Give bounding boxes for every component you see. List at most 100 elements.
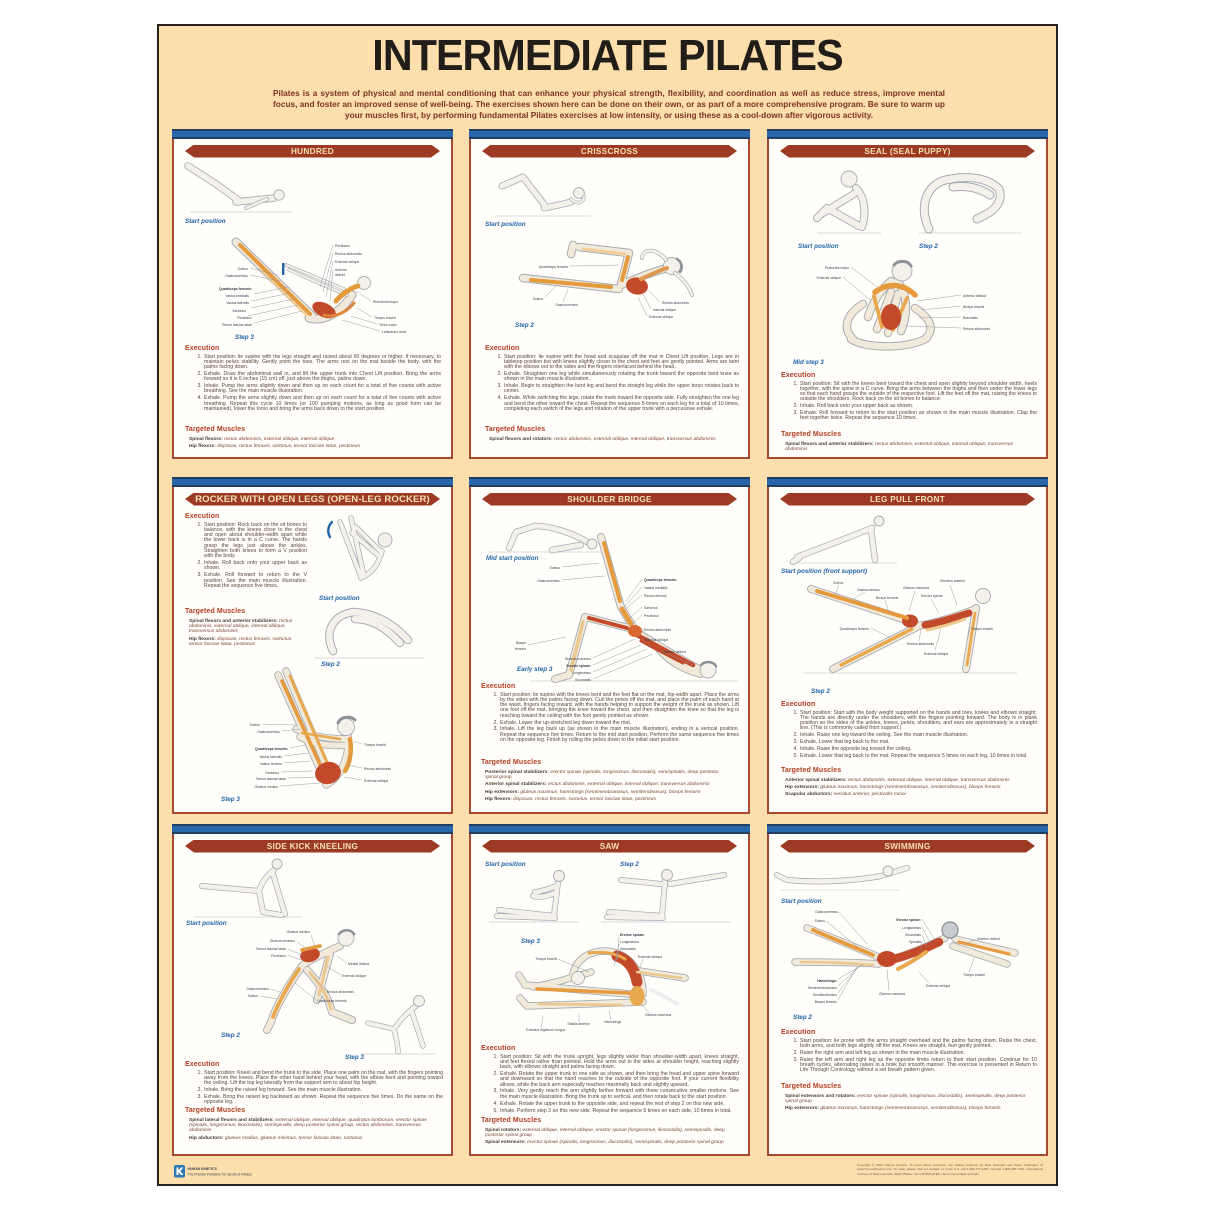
svg-text:Hamstrings: Hamstrings <box>604 1020 621 1024</box>
svg-text:Spinalis: Spinalis <box>909 940 921 944</box>
svg-text:Gluteus medius: Gluteus medius <box>254 785 278 789</box>
svg-text:Quadriceps femoris:: Quadriceps femoris: <box>644 578 677 582</box>
svg-text:Soleus: Soleus <box>250 723 261 727</box>
svg-text:Quadriceps femoris:: Quadriceps femoris: <box>255 747 288 751</box>
svg-text:Hamstrings:: Hamstrings: <box>817 979 837 983</box>
svg-text:Longissimus: Longissimus <box>902 926 921 930</box>
svg-text:Vastus medialis: Vastus medialis <box>226 294 250 298</box>
svg-text:Quadriceps femoris: Quadriceps femoris <box>539 265 569 269</box>
svg-text:Tensor fasciae latae: Tensor fasciae latae <box>256 777 286 781</box>
svg-text:Soleus: Soleus <box>238 267 249 271</box>
svg-text:Erector spinae:: Erector spinae: <box>620 933 645 937</box>
svg-text:External oblique: External oblique <box>638 955 662 959</box>
svg-text:Biceps: Biceps <box>516 641 526 645</box>
svg-text:Gastrocnemius: Gastrocnemius <box>257 730 280 734</box>
svg-text:Pectineus: Pectineus <box>644 614 659 618</box>
svg-text:Pectoralis major: Pectoralis major <box>825 266 850 270</box>
svg-text:Triceps brachii: Triceps brachii <box>374 316 396 320</box>
svg-text:Quadriceps femoris: Quadriceps femoris <box>840 627 870 631</box>
svg-text:deltoid: deltoid <box>335 273 345 277</box>
svg-text:Triceps brachii: Triceps brachii <box>364 743 386 747</box>
svg-text:Latissimus dorsi: Latissimus dorsi <box>382 330 407 334</box>
svg-text:External oblique: External oblique <box>644 638 668 642</box>
svg-text:Vastus femoris: Vastus femoris <box>260 762 282 766</box>
svg-text:Semitendinosus: Semitendinosus <box>813 993 837 997</box>
svg-text:HUMAN KINETICS: HUMAN KINETICS <box>188 1167 218 1171</box>
svg-text:Rectus abdominis: Rectus abdominis <box>364 767 391 771</box>
svg-text:Gastrocnemius: Gastrocnemius <box>857 588 880 592</box>
svg-text:Internal oblique: Internal oblique <box>653 308 676 312</box>
svg-text:Tibialis anterior: Tibialis anterior <box>567 1022 591 1026</box>
svg-text:Teres major: Teres major <box>379 323 398 327</box>
svg-text:femoris: femoris <box>515 647 526 651</box>
svg-text:Gastrocnemius: Gastrocnemius <box>246 987 269 991</box>
svg-text:Pectineus: Pectineus <box>335 244 350 248</box>
svg-text:Soleus: Soleus <box>815 919 826 923</box>
svg-text:Gastrocnemius: Gastrocnemius <box>555 303 578 307</box>
svg-text:Pectineus: Pectineus <box>271 954 286 958</box>
svg-text:Anterior: Anterior <box>335 268 348 272</box>
svg-text:External oblique: External oblique <box>342 974 366 978</box>
svg-text:Rectus abdominis: Rectus abdominis <box>327 990 354 994</box>
svg-text:Soleus: Soleus <box>550 566 561 570</box>
svg-text:Medial deltoid: Medial deltoid <box>348 962 369 966</box>
svg-text:External oblique: External oblique <box>364 779 388 783</box>
svg-text:Anterior deltoid: Anterior deltoid <box>977 937 1000 941</box>
svg-text:External oblique: External oblique <box>924 652 948 656</box>
svg-text:External oblique: External oblique <box>335 260 359 264</box>
svg-text:Anterior deltoid: Anterior deltoid <box>663 650 686 654</box>
svg-text:Biceps femoris: Biceps femoris <box>815 1000 838 1004</box>
svg-text:Semimembranosus: Semimembranosus <box>808 986 838 990</box>
svg-text:Gastrocnemius: Gastrocnemius <box>815 910 838 914</box>
svg-text:Gluteus minimus: Gluteus minimus <box>270 939 296 943</box>
svg-text:External oblique: External oblique <box>817 276 841 280</box>
svg-text:External oblique: External oblique <box>649 315 673 319</box>
svg-text:Longissimus: Longissimus <box>620 940 639 944</box>
svg-text:Gastrocnemius: Gastrocnemius <box>225 274 248 278</box>
svg-text:Longissimus: Longissimus <box>572 671 591 675</box>
svg-text:Rectus abdominis: Rectus abdominis <box>963 327 990 331</box>
svg-text:Tensor fasciae latae: Tensor fasciae latae <box>222 323 252 327</box>
svg-text:Erector spinae:: Erector spinae: <box>566 664 591 668</box>
svg-text:Sartorius: Sartorius <box>232 309 246 313</box>
svg-text:Sartorius: Sartorius <box>644 606 658 610</box>
svg-text:Tensor fasciae latae: Tensor fasciae latae <box>256 947 286 951</box>
svg-text:Vastus medialis: Vastus medialis <box>644 586 668 590</box>
svg-text:Iliocostalis: Iliocostalis <box>575 678 591 682</box>
svg-text:Triceps brachii: Triceps brachii <box>971 627 993 631</box>
svg-text:Biceps femoris: Biceps femoris <box>876 596 899 600</box>
svg-text:Brachialis: Brachialis <box>963 316 978 320</box>
svg-text:Extensor digitorum longus: Extensor digitorum longus <box>526 1028 566 1032</box>
svg-text:Soleus: Soleus <box>833 581 844 585</box>
svg-text:Soleus: Soleus <box>248 994 259 998</box>
svg-text:The Premier Publisher for Spor: The Premier Publisher for Sports & Fitne… <box>188 1173 253 1177</box>
svg-text:Triceps brachii: Triceps brachii <box>963 973 985 977</box>
svg-text:Rectus abdominis: Rectus abdominis <box>907 642 934 646</box>
svg-text:Gluteus medius: Gluteus medius <box>286 930 310 934</box>
svg-text:Soleus: Soleus <box>533 297 544 301</box>
svg-text:Sartorius: Sartorius <box>265 771 279 775</box>
svg-text:Quadriceps femoris:: Quadriceps femoris: <box>219 287 252 291</box>
svg-text:Triceps brachii: Triceps brachii <box>535 957 557 961</box>
svg-text:Quadriceps femoris: Quadriceps femoris <box>317 999 347 1003</box>
svg-text:Vastus lateralis: Vastus lateralis <box>226 301 249 305</box>
svg-text:Iliocostalis: Iliocostalis <box>620 947 636 951</box>
svg-text:Erector spinae:: Erector spinae: <box>896 918 921 922</box>
svg-text:Gluteus maximus: Gluteus maximus <box>645 1013 671 1017</box>
svg-text:Gastrocnemius: Gastrocnemius <box>537 579 560 583</box>
svg-text:Rectus abdominis: Rectus abdominis <box>662 301 689 305</box>
svg-text:Anterior deltoid: Anterior deltoid <box>963 294 986 298</box>
svg-text:Pectineus: Pectineus <box>237 316 252 320</box>
svg-text:Rectus abdominis: Rectus abdominis <box>335 252 362 256</box>
svg-text:Gluteus maximus: Gluteus maximus <box>903 586 929 590</box>
svg-text:Rectus femoris: Rectus femoris <box>644 594 667 598</box>
svg-text:Erector spinae: Erector spinae <box>921 594 943 598</box>
svg-text:Iliocostalis: Iliocostalis <box>905 933 921 937</box>
svg-text:Vastus lateralis: Vastus lateralis <box>259 755 282 759</box>
svg-text:Rectus abdominis: Rectus abdominis <box>644 628 671 632</box>
svg-text:Biceps brachii: Biceps brachii <box>963 305 984 309</box>
svg-text:External oblique: External oblique <box>926 984 950 988</box>
svg-text:Serratus anterior: Serratus anterior <box>940 579 966 583</box>
svg-text:Rhomboid major: Rhomboid major <box>373 300 399 304</box>
svg-text:Gluteus maximus: Gluteus maximus <box>565 657 591 661</box>
